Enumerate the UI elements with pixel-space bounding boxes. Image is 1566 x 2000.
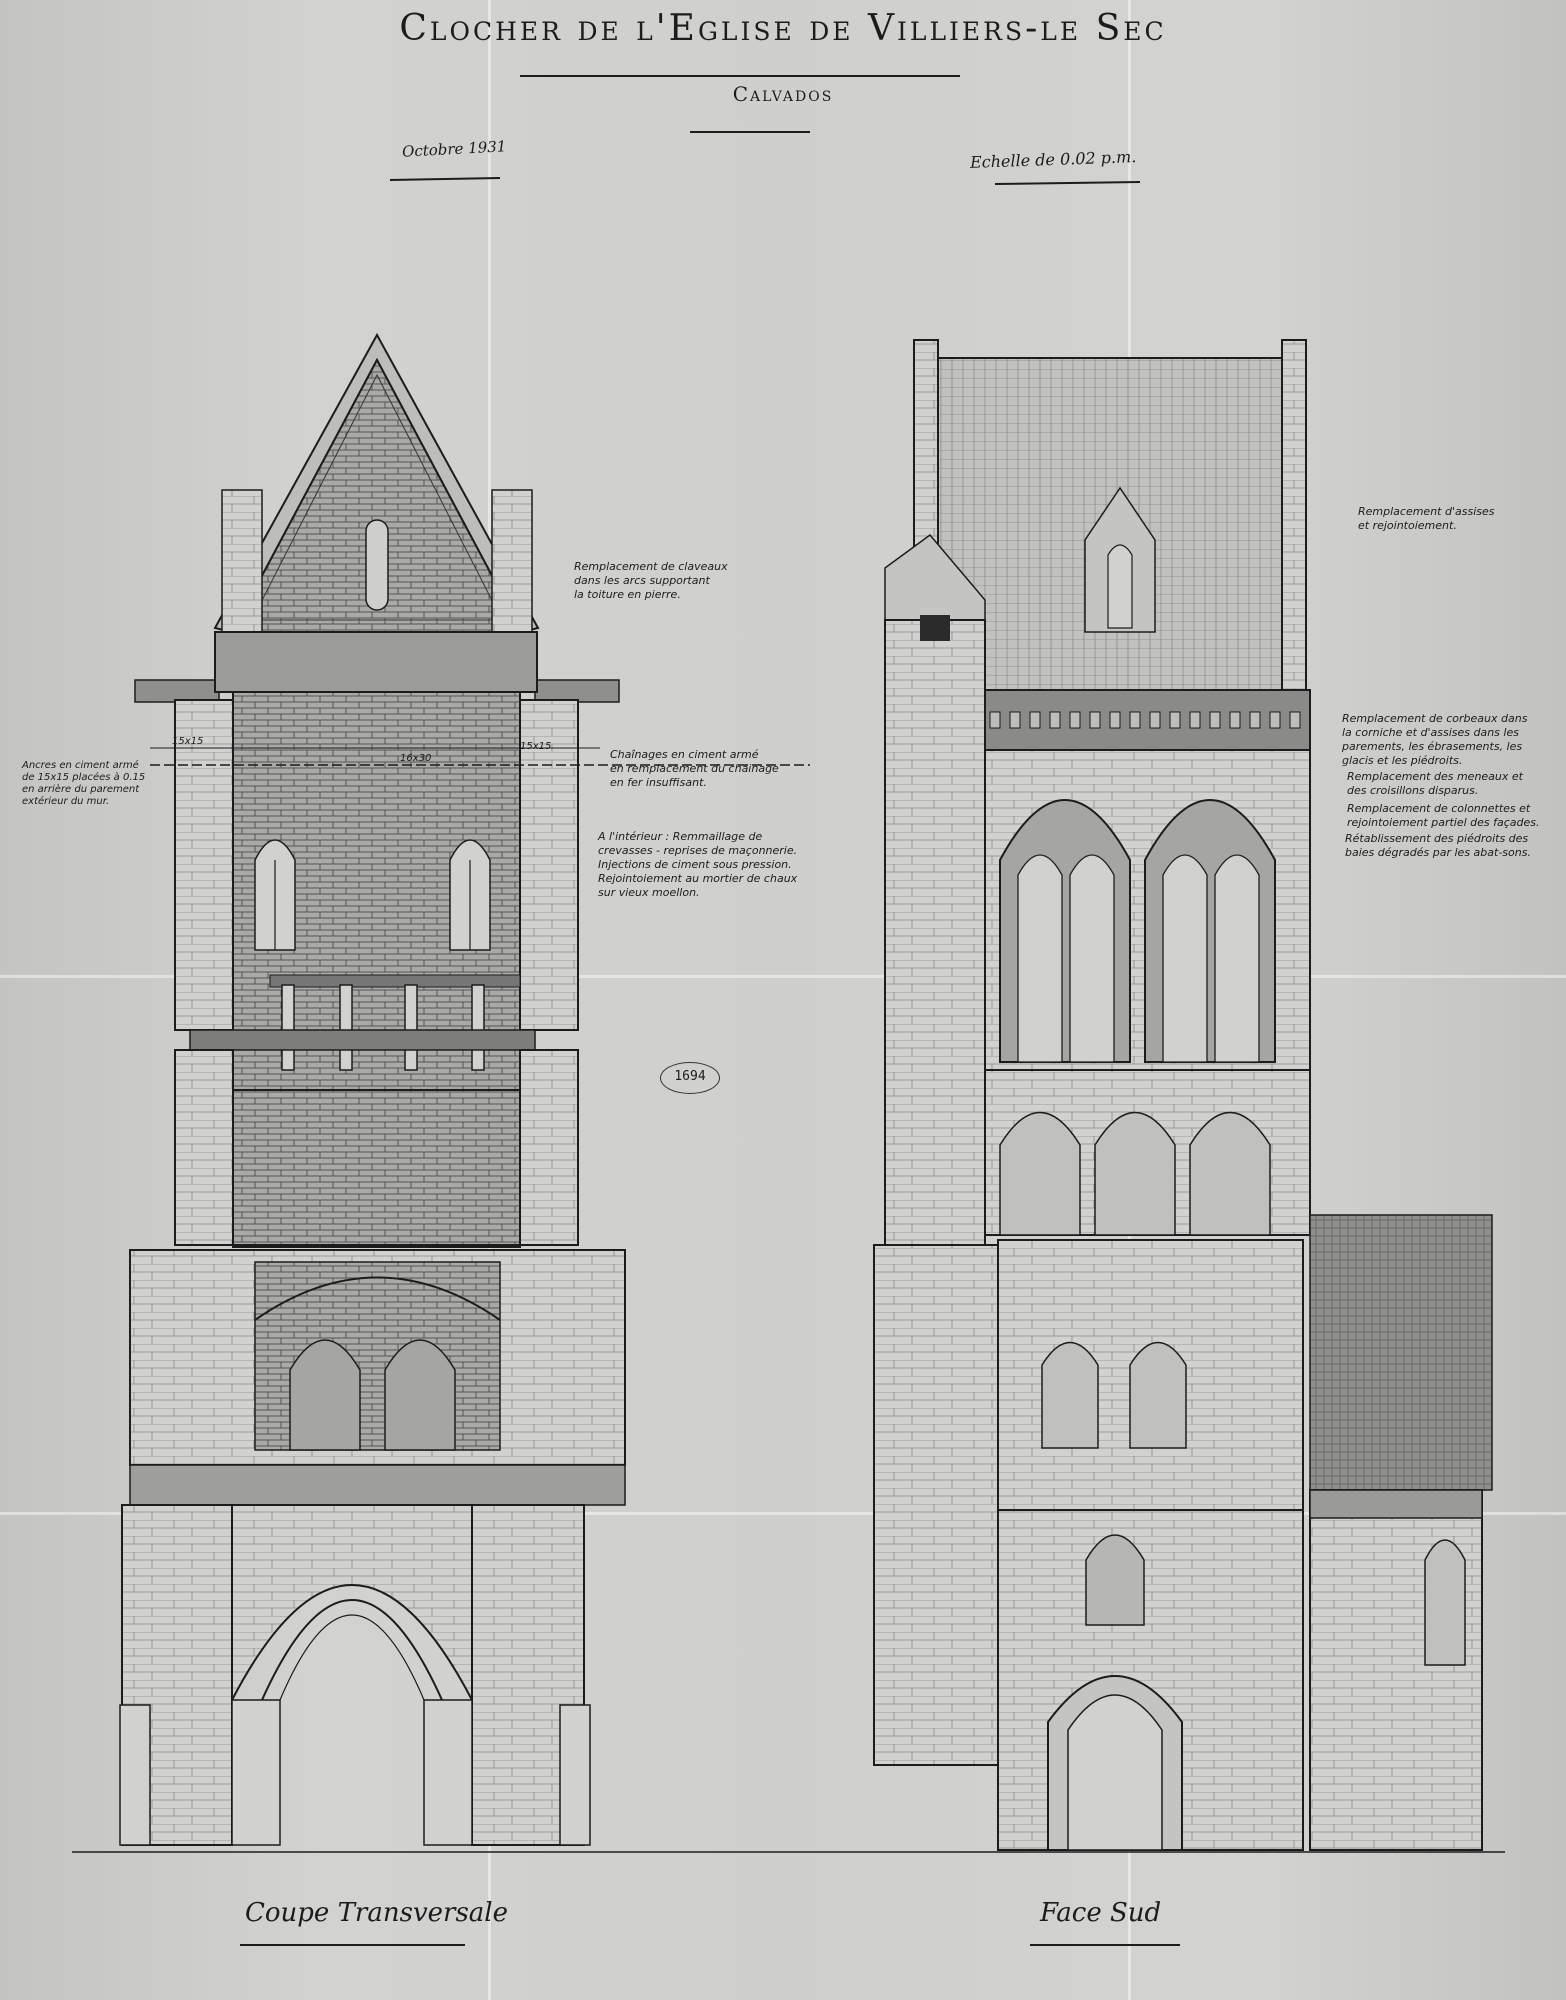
fold-line [0, 1512, 1566, 1515]
archive-stamp: 1694 [660, 1062, 720, 1094]
drawing-title: Clocher de l'Eglise de Villiers-le Sec [399, 8, 1167, 49]
title-rules [72, 75, 1505, 1853]
fold-line [0, 975, 1566, 978]
dim-section-left: 15x15 [172, 736, 204, 747]
caption-coupe: Coupe Transversale [245, 1898, 508, 1928]
coupe-transversale [119, 332, 810, 1846]
dim-beam: 16x30 [400, 753, 432, 764]
face-sud [873, 339, 1493, 1851]
caption-face: Face Sud [1040, 1898, 1162, 1928]
drawing-subtitle: Calvados [732, 82, 834, 106]
dim-section-right: 15x15 [520, 741, 552, 752]
